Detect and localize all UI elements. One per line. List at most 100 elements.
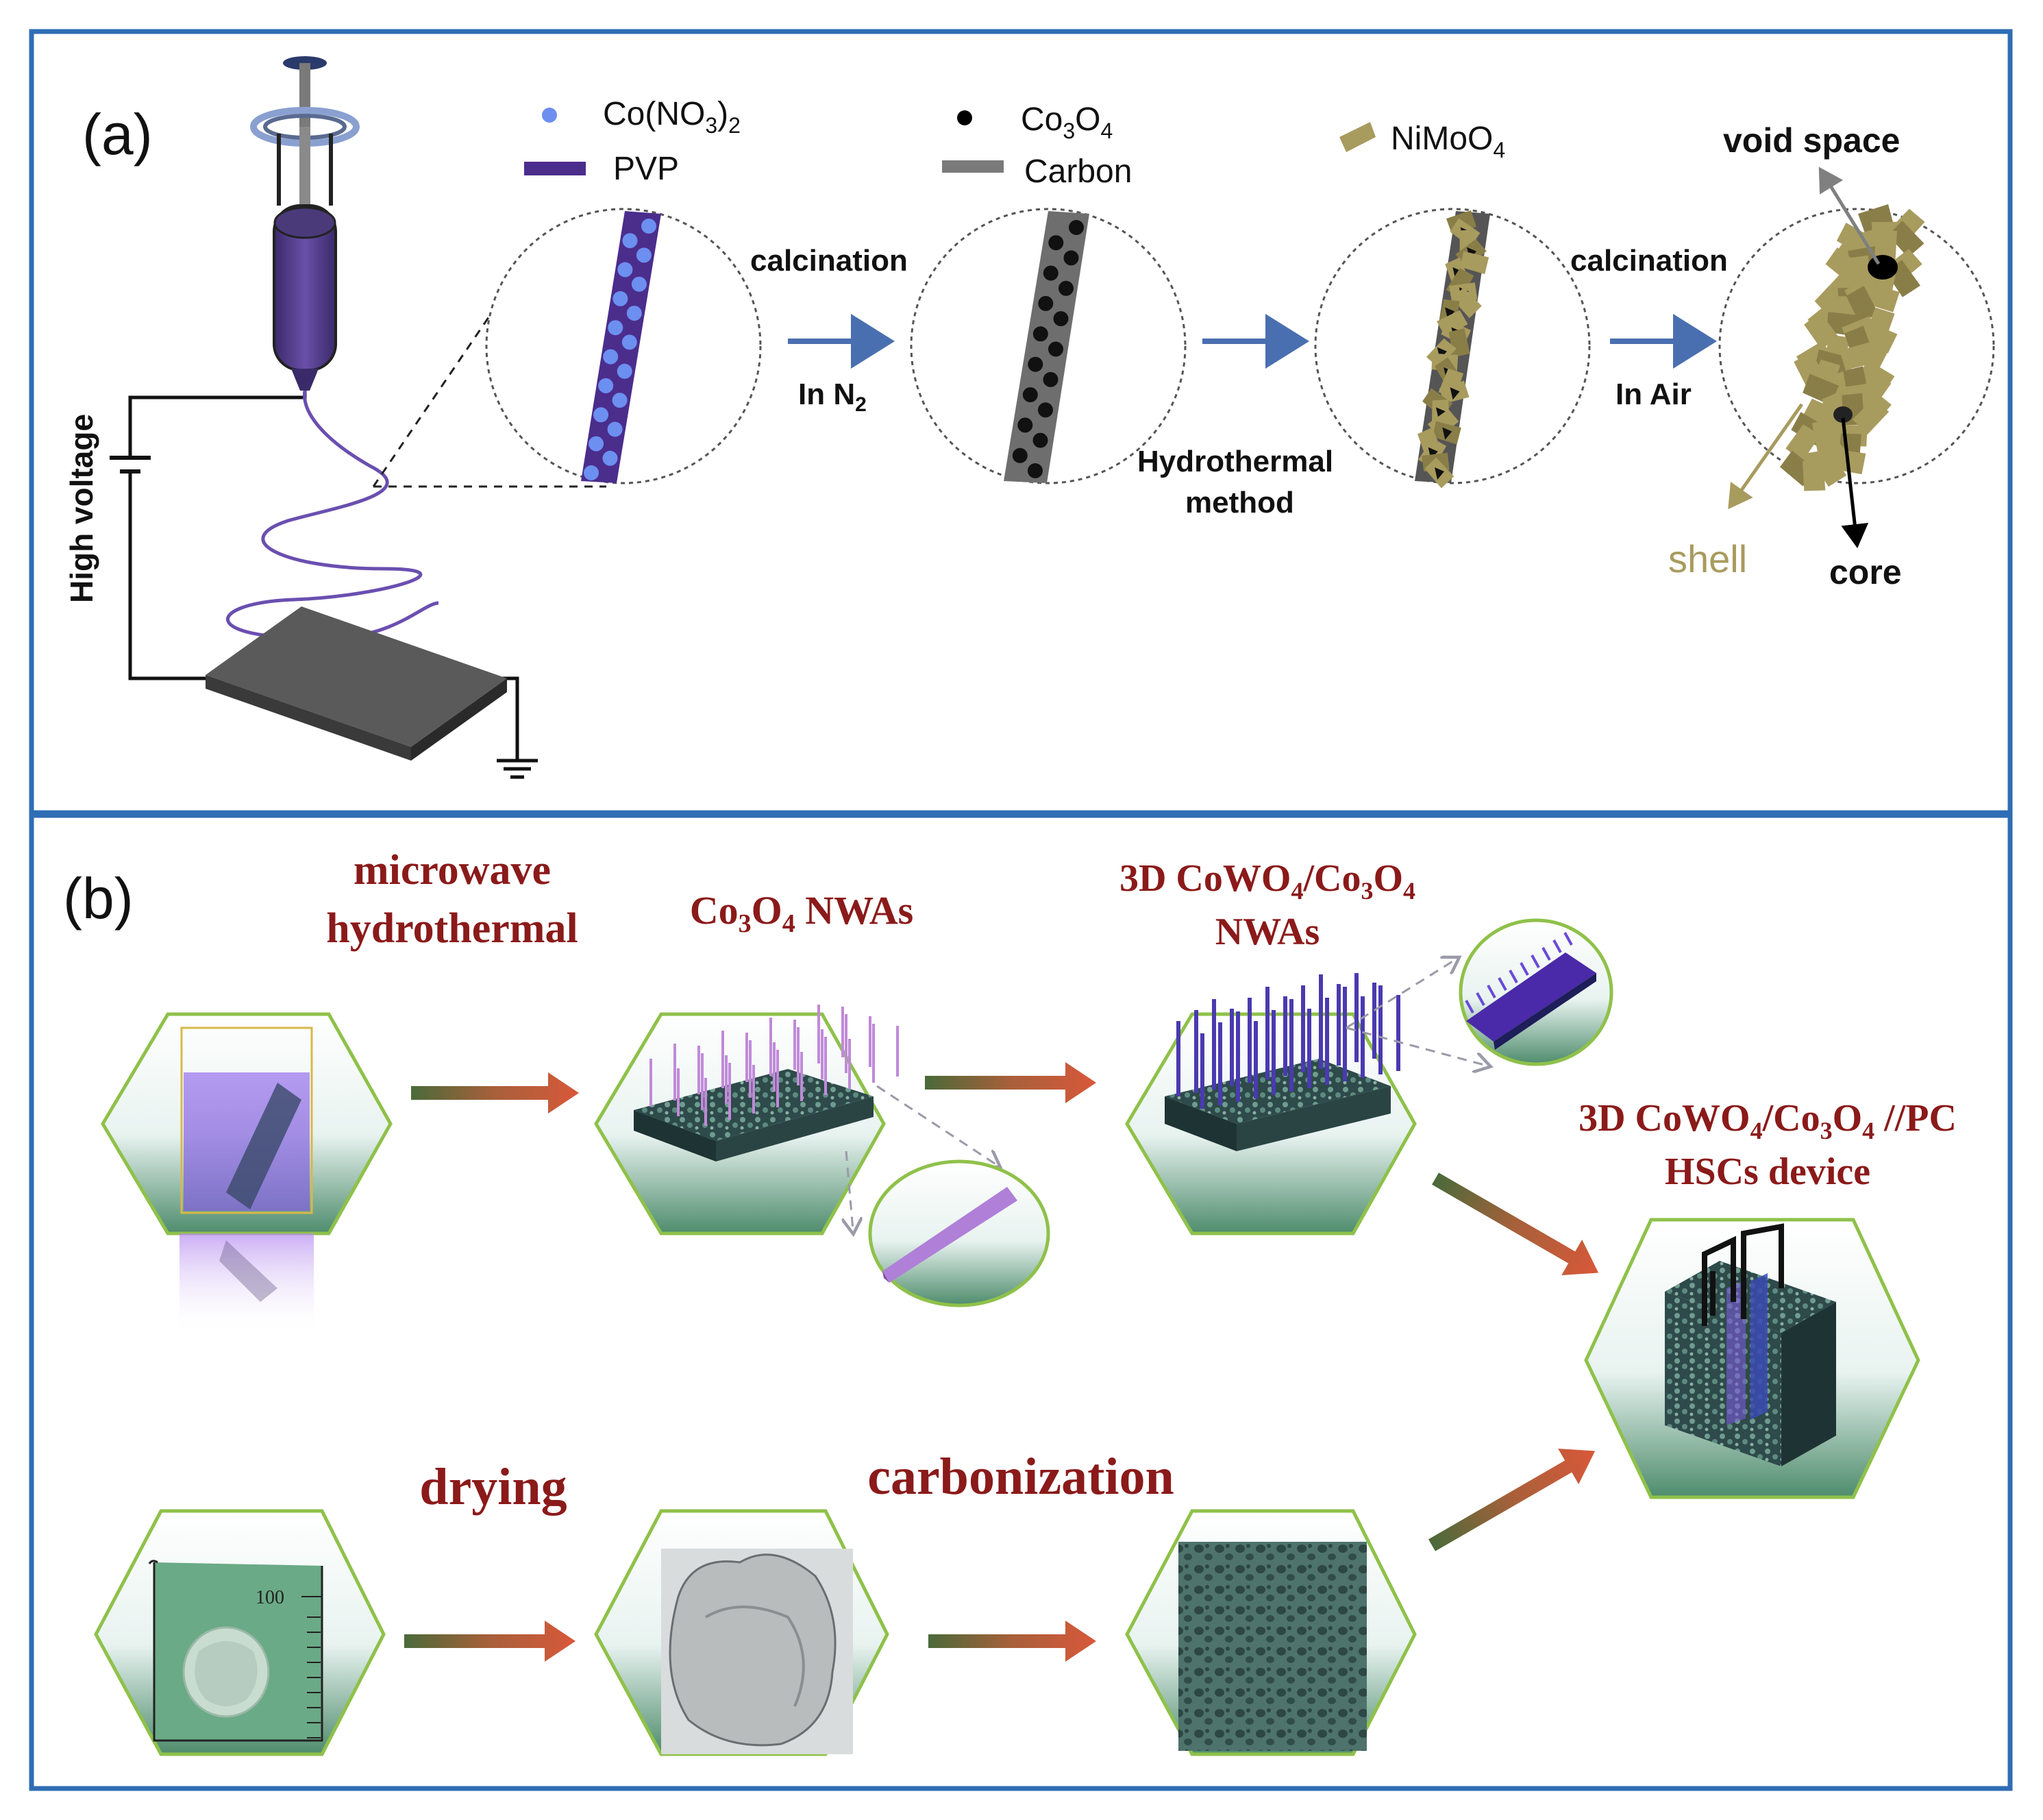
co-no3-particle	[603, 349, 619, 365]
title-cowo4-co3o4: 3D CoWO4/Co3O4	[1119, 857, 1415, 905]
co3o4-particle	[1435, 467, 1444, 480]
high-voltage-label: High voltage	[64, 414, 99, 603]
nimoo4-flake	[1452, 287, 1482, 319]
co-no3-particle	[641, 219, 656, 234]
void-space-pointer	[1818, 167, 1881, 265]
panel-a-label: (a)	[82, 102, 153, 167]
cowo4-nanosheet	[1498, 977, 1507, 991]
fiber-circle-carbon	[910, 208, 1187, 484]
step-in-air: In Air	[1615, 378, 1692, 411]
step-calcination-1: calcination	[750, 244, 908, 278]
title-cowo4-nwas: NWAs	[1215, 911, 1320, 953]
co-no3-particle	[617, 363, 632, 379]
nimoo4-legend-swatch	[1339, 122, 1376, 152]
title-microwave: microwave	[354, 847, 551, 894]
carbon-legend-swatch	[942, 160, 1004, 173]
pvp-legend-swatch	[524, 162, 586, 175]
co-no3-particle	[626, 306, 642, 321]
arrow-b-to-device-top	[1432, 1172, 1599, 1275]
co3o4-particle	[1063, 250, 1079, 266]
title-device: 3D CoWO4/Co3O4 //PC	[1578, 1097, 1957, 1144]
co3o4-particle	[1450, 387, 1460, 400]
co3o4-particle	[1053, 311, 1069, 327]
co-no3-particle	[602, 450, 618, 466]
core-pointer	[1841, 417, 1869, 548]
cowo4-nanosheet	[1476, 992, 1485, 1006]
co3o4-particle	[1048, 235, 1064, 251]
cowo4-nanosheet	[1465, 1000, 1474, 1013]
co3o4-particle	[1012, 447, 1028, 463]
fiber-circle-pvp	[485, 208, 762, 484]
co3o4-particle	[1028, 463, 1043, 478]
step-hydrothermal-2: method	[1185, 486, 1294, 519]
co3o4-particle	[1028, 356, 1043, 372]
co3o4-particle	[1069, 220, 1084, 235]
zoom-bubble-nanowire	[846, 1085, 1050, 1307]
title-hscs-device: HSCs device	[1665, 1151, 1870, 1193]
co-no3-particle	[636, 247, 652, 263]
co3o4-particle	[1032, 326, 1048, 342]
co-no3-particle	[608, 320, 623, 336]
collector-plate	[206, 606, 507, 761]
arrow-b-top-2	[925, 1062, 1096, 1103]
hex-drying-beaker: 100	[94, 1509, 386, 1756]
zoom-bubble-cowo4	[1346, 918, 1613, 1066]
fiber-circle-core-shell	[1718, 204, 1995, 491]
legend-pvp: PVP	[613, 151, 679, 187]
syringe-icon	[250, 56, 360, 391]
co3o4-particle	[1017, 417, 1033, 433]
arrow-b-bottom-2	[928, 1621, 1096, 1662]
arrow-b-to-device-bottom	[1428, 1449, 1596, 1551]
step-in-n2: In N2	[798, 378, 867, 416]
beaker-mark-100: 100	[256, 1587, 284, 1608]
nimoo4-shell-flake	[1785, 424, 1821, 462]
title-carbonization: carbonization	[867, 1448, 1174, 1505]
co-no3-particle	[612, 291, 628, 306]
co-no3-particle	[589, 436, 604, 452]
co-no3-legend-dot	[542, 108, 557, 123]
hex-co3o4-nwas	[594, 1005, 899, 1235]
co3o4-legend-dot	[957, 110, 972, 125]
cowo4-nanosheet	[1531, 955, 1540, 968]
co3o4-particle	[1032, 432, 1048, 448]
nimoo4-shell-flake	[1887, 220, 1924, 258]
cowo4-nanosheet	[1541, 947, 1551, 961]
nimoo4-shell-flake	[1846, 286, 1879, 323]
cowo4-nanosheet	[1552, 939, 1562, 953]
arrow-b-bottom-1	[404, 1621, 575, 1662]
step-hydrothermal-1: Hydrothermal	[1137, 445, 1333, 478]
co-no3-particle	[593, 407, 609, 423]
co-no3-particle	[612, 393, 628, 408]
hex-microwave-beaker	[101, 1012, 393, 1336]
legend-co-no3: Co(NO3)2	[603, 96, 741, 138]
co-no3-particle	[622, 233, 638, 249]
co-no3-particle	[598, 378, 614, 393]
co3o4-particle	[1043, 371, 1058, 387]
hex-cowo4-co3o4-nwas	[1125, 973, 1417, 1235]
label-core: core	[1829, 553, 1902, 591]
title-hydrothermal: hydrothermal	[326, 905, 578, 952]
legend-co3o4: Co3O4	[1021, 101, 1113, 143]
co3o4-particle	[1442, 427, 1452, 440]
shell-pointer	[1728, 403, 1804, 510]
co-no3-particle	[631, 276, 647, 292]
hex-hsc-device	[1584, 1218, 1920, 1499]
nimoo4-shell-flake	[1874, 230, 1898, 262]
co3o4-particle	[1043, 265, 1058, 281]
co-no3-particle	[621, 334, 637, 350]
nimoo4-flake	[1460, 251, 1489, 275]
co-no3-particle	[584, 465, 599, 480]
co-no3-particle	[617, 262, 633, 278]
fiber-circle-nimoo4	[1314, 208, 1591, 489]
label-void-space: void space	[1723, 121, 1900, 160]
cowo4-nanosheet	[1487, 985, 1496, 998]
title-drying: drying	[419, 1458, 567, 1516]
co-no3-particle	[607, 421, 623, 437]
step-calcination-2: calcination	[1570, 244, 1728, 278]
co3o4-particle	[1038, 402, 1053, 418]
panel-b-label: (b)	[63, 866, 134, 931]
co3o4-particle	[1038, 295, 1054, 311]
cowo4-nanosheet	[1520, 962, 1529, 976]
hex-porous-carbon	[1125, 1509, 1417, 1756]
